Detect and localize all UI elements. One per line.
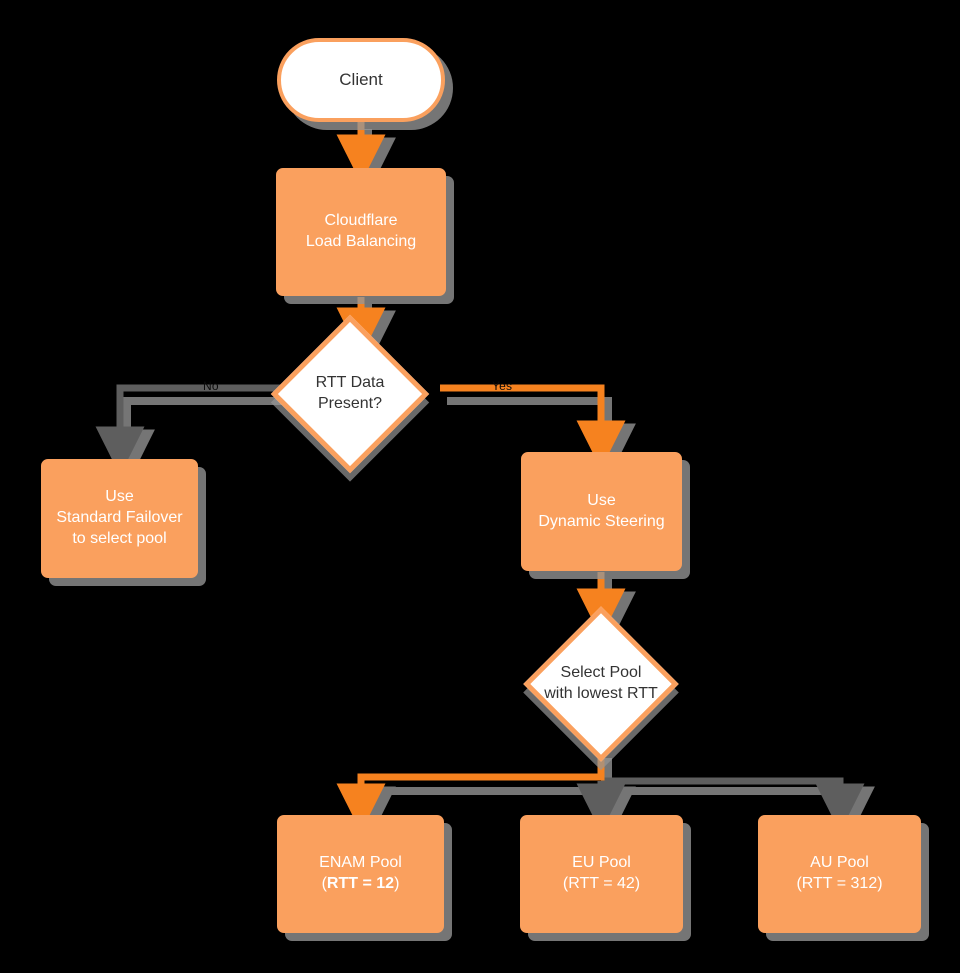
node-eu-pool-rtt-value: RTT = 42 (568, 875, 635, 892)
node-enam-pool-name: ENAM Pool (319, 854, 402, 872)
node-rtt-present[interactable]: RTT Data Present? (270, 314, 430, 474)
node-enam-pool-rtt-value: RTT = 12 (326, 875, 395, 892)
node-standard-failover-label: Use Standard Failover to select pool (56, 488, 183, 547)
node-au-pool[interactable]: AU Pool (RTT = 312) (758, 815, 921, 933)
node-au-pool-label: AU Pool (RTT = 312) (796, 853, 882, 895)
node-select-pool-line2: with lowest RTT (544, 685, 658, 702)
node-rtt-present-line1: RTT Data (315, 374, 385, 392)
edge-rtt-present-to-dynamic-steering (440, 384, 626, 470)
node-enam-pool[interactable]: ENAM Pool (RTT = 12) (277, 815, 444, 933)
node-au-pool-rtt: (RTT = 312) (796, 875, 883, 892)
edge-shadows (99, 129, 875, 843)
node-eu-pool-rtt: (RTT = 42) (562, 875, 641, 892)
edge-rtt-present-to-standard-failover (95, 384, 283, 476)
edge-select-pool-to-au-pool (601, 777, 865, 833)
node-load-balancing[interactable]: Cloudflare Load Balancing (276, 168, 446, 296)
node-rtt-present-line2: Present? (317, 395, 383, 412)
node-enam-pool-rtt: (RTT = 12) (321, 875, 400, 892)
node-eu-pool[interactable]: EU Pool (RTT = 42) (520, 815, 683, 933)
node-eu-pool-label: EU Pool (RTT = 42) (563, 853, 640, 895)
node-enam-pool-label: ENAM Pool (RTT = 12) (319, 853, 402, 895)
node-client-label: Client (339, 69, 383, 89)
edge-label-yes: Yes (492, 379, 513, 393)
node-select-pool-label: Select Pool with lowest RTT (544, 663, 658, 705)
node-client[interactable]: Client (277, 38, 445, 122)
node-load-balancing-label: Cloudflare Load Balancing (305, 212, 417, 250)
edge-label-no: No (203, 379, 219, 393)
node-au-pool-name: AU Pool (810, 854, 869, 872)
node-select-pool-line1: Select Pool (560, 664, 642, 682)
node-rtt-present-label: RTT Data Present? (316, 373, 385, 415)
edge-select-pool-to-enam-pool (336, 751, 605, 833)
node-dynamic-steering-label: Use Dynamic Steering (538, 491, 665, 530)
inactive-edges (95, 384, 865, 833)
node-au-pool-rtt-value: RTT = 312 (801, 875, 878, 892)
node-select-pool[interactable]: Select Pool with lowest RTT (523, 606, 679, 762)
node-dynamic-steering[interactable]: Use Dynamic Steering (521, 452, 682, 571)
node-eu-pool-name: EU Pool (572, 854, 631, 872)
node-standard-failover[interactable]: Use Standard Failover to select pool (41, 459, 198, 578)
